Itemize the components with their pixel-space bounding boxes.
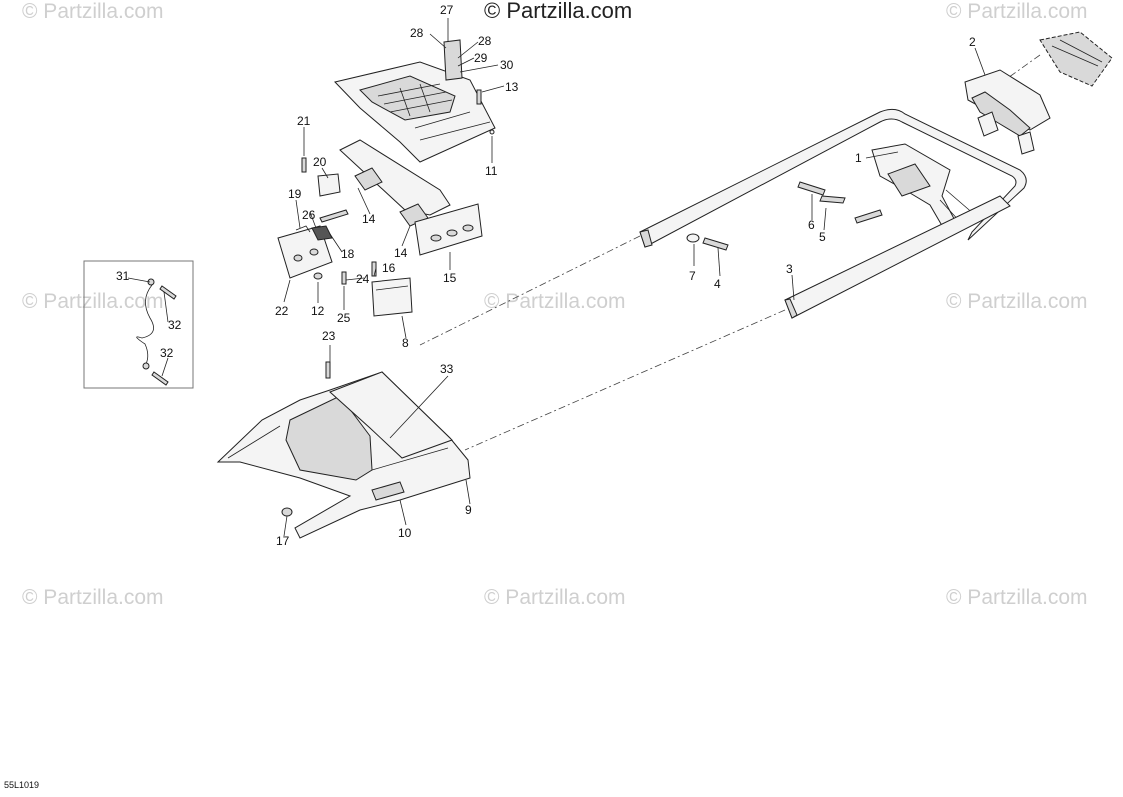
part-10-rear-fender [216,371,471,539]
bolt-6 [797,181,826,196]
callout-26: 26 [302,208,316,222]
callout-32: 32 [160,346,174,360]
part-19 [295,225,311,233]
callout-13: 13 [505,80,519,94]
watermark: © Partzilla.com [946,290,1088,313]
part-27-clip [443,39,463,81]
alignment-lines [419,54,1041,451]
callout-4: 4 [714,277,721,291]
figure-code: 55L1019 [4,780,39,790]
callout-32: 32 [168,318,182,332]
callout-24: 24 [356,272,370,286]
callout-19: 19 [288,187,302,201]
callout-33: 33 [440,362,454,376]
callout-11: 11 [485,164,498,178]
bolt-5 [819,195,846,204]
callout-20: 20 [313,155,327,169]
part-2-bumper-cap [964,31,1113,155]
leader-lines [127,18,986,537]
callout-6: 6 [808,218,815,232]
washer-7 [686,233,700,243]
callout-28: 28 [478,34,492,48]
callout-28: 28 [410,26,424,40]
part-20 [317,173,341,197]
callout-31: 31 [116,269,130,283]
callouts: 27 28 28 29 30 13 11 2 1 6 5 7 4 3 21 20… [116,3,976,548]
watermark: © Partzilla.com [484,586,626,609]
part-11-bracket [334,61,496,163]
callout-7: 7 [689,269,696,283]
part-18 [319,209,349,223]
alignment-line [464,309,786,451]
part-8-tab [371,277,413,317]
callout-1: 1 [855,151,862,165]
watermark: © Partzilla.com [22,586,164,609]
callout-17: 17 [276,534,290,548]
callout-30: 30 [500,58,514,72]
callout-14: 14 [362,212,376,226]
part-3-rail-end [784,195,1011,319]
alignment-line [1004,54,1041,81]
watermarks: © Partzilla.com © Partzilla.com © Partzi… [22,0,1088,609]
bolt-hex [854,209,883,224]
callout-18: 18 [341,247,355,261]
watermark: © Partzilla.com [22,0,164,23]
part-1-rear-bumper [639,108,1027,248]
callout-3: 3 [786,262,793,276]
small-fasteners [281,39,482,517]
watermark: © Partzilla.com [484,290,626,313]
callout-8: 8 [402,336,409,350]
callout-2: 2 [969,35,976,49]
callout-22: 22 [275,304,289,318]
callout-21: 21 [297,114,311,128]
callout-15: 15 [443,271,457,285]
callout-12: 12 [311,304,325,318]
bolt-4 [702,237,729,251]
hardware-bolts [686,181,883,251]
callout-25: 25 [337,311,351,325]
callout-9: 9 [465,503,472,517]
watermark: © Partzilla.com [946,586,1088,609]
watermark: © Partzilla.com [946,0,1088,23]
part-22-housing [277,173,349,279]
part-26 [311,225,333,241]
callout-29: 29 [474,51,488,65]
callout-16: 16 [382,261,396,275]
inset-cable-box [83,260,194,389]
callout-10: 10 [398,526,412,540]
callout-23: 23 [322,329,336,343]
watermark-main: © Partzilla.com [484,0,632,23]
part-15-plate [414,203,483,256]
callout-14: 14 [394,246,408,260]
alignment-line [419,235,641,346]
callout-27: 27 [440,3,454,17]
callout-5: 5 [819,230,826,244]
watermark: © Partzilla.com [22,290,164,313]
